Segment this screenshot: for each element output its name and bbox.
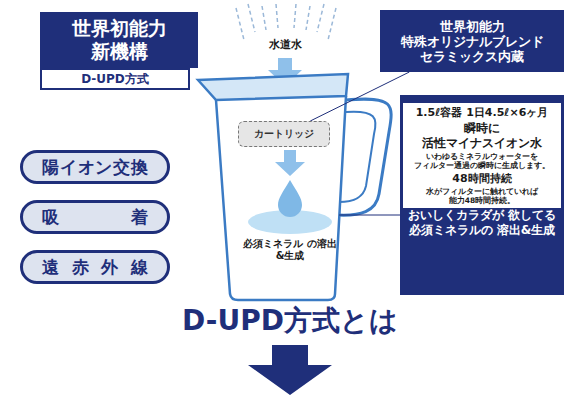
node-title: 世界初能力 特殊オリジナルブレンド セラミックス内蔵 <box>380 19 564 64</box>
feature-pill: 吸着 <box>20 200 170 234</box>
cartridge-box: カートリッジ <box>238 121 330 147</box>
info-panel: 1.5ℓ容器 1日4.5ℓ×6ヶ月瞬時に 活性マイナスイオン水いわゆるミネラルウ… <box>400 95 564 295</box>
method-box: D-UPD方式 <box>40 68 190 90</box>
tap-water-rain <box>236 4 336 40</box>
mineral-label: 必須ミネラル の溶出&生成 <box>240 238 340 262</box>
node-text: 1.5ℓ容器 1日4.5ℓ×6ヶ月 <box>416 106 549 119</box>
node-title: 吸着 <box>42 207 148 227</box>
leader-line <box>339 215 400 216</box>
node-text: 瞬時に 活性マイナスイオン水 <box>407 121 557 150</box>
node-text: 水がフィルターに触れていれば 能力48時間持続。 <box>407 187 557 205</box>
section-heading: D-UPD方式とは <box>90 304 490 338</box>
down-arrow <box>248 345 332 395</box>
pitcher-lid <box>198 74 348 100</box>
node-title: 陽イオン交換 <box>42 157 148 177</box>
feature-pill: 陽イオン交換 <box>20 150 170 184</box>
node-title: 世界初能力 新機構 <box>40 17 198 63</box>
leader-line <box>310 72 409 121</box>
water-label: 水道水 <box>258 38 312 51</box>
filter-arrow <box>275 150 305 176</box>
node-title: D-UPD方式 <box>81 72 149 86</box>
node-title: 遠赤外線 <box>42 257 148 277</box>
pitcher-body <box>216 96 346 300</box>
feature-pill: 遠赤外線 <box>20 250 170 284</box>
node-text: いわゆるミネラルウォーターを フィルター通過の瞬時に生成します。 <box>407 152 557 170</box>
water-drop <box>278 180 302 217</box>
node-text: 48時間持続 <box>452 172 511 185</box>
heading-box: 世界初能力 新機構 <box>40 12 198 68</box>
node-title: カートリッジ <box>254 128 314 140</box>
panel-body: 1.5ℓ容器 1日4.5ℓ×6ヶ月瞬時に 活性マイナスイオン水いわゆるミネラルウ… <box>403 103 561 208</box>
node-title: おいしくカラダが 欲してる 必須ミネラルの 溶出&生成 <box>403 208 561 238</box>
callout-box: 世界初能力 特殊オリジナルブレンド セラミックス内蔵 <box>380 10 564 72</box>
